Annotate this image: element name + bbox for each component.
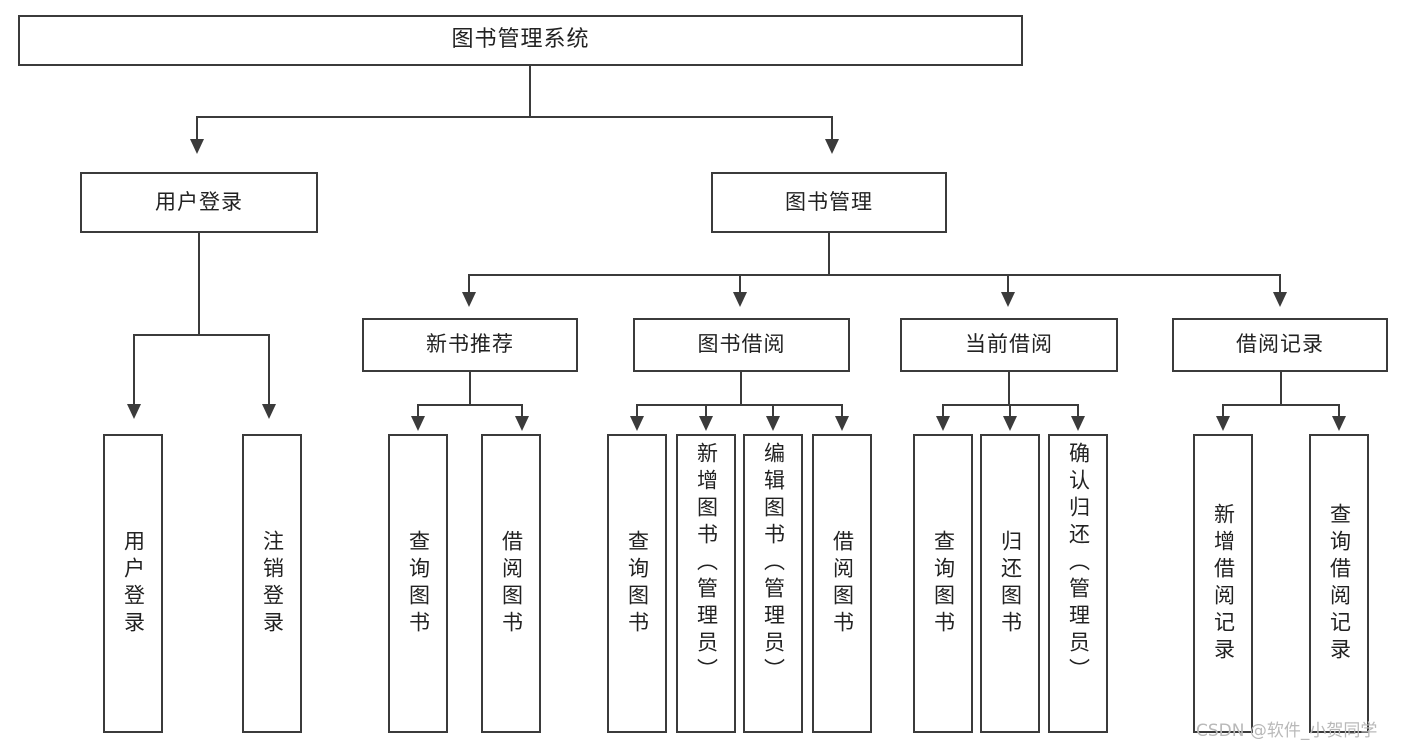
connector-br-stem [1280, 372, 1282, 405]
connector-nbr-drop-2 [521, 404, 523, 418]
arrowhead-to-current-borrow [1001, 292, 1015, 307]
node-label: 用户登录 [155, 189, 243, 214]
arrowhead-to-borrow-record [1273, 292, 1287, 307]
node-user-login[interactable]: 用户登录 [80, 172, 318, 233]
connector-nbr-bus [417, 404, 523, 406]
connector-level3-bus [468, 274, 1281, 276]
node-leaf-nbr-query-book[interactable]: 查询图书 [388, 434, 448, 733]
connector-cb-drop-1 [942, 404, 944, 418]
node-new-book-recommend[interactable]: 新书推荐 [362, 318, 578, 372]
arrowhead-to-book-manage [825, 139, 839, 154]
node-leaf-br-add-record[interactable]: 新增借阅记录 [1193, 434, 1253, 733]
arrowhead-to-book-borrow [733, 292, 747, 307]
connector-cb-stem [1008, 372, 1010, 405]
node-label: 编辑图书（管理员） [761, 442, 786, 685]
arrowhead-br-leaf-2 [1332, 416, 1346, 431]
node-label: 新书推荐 [426, 332, 514, 357]
node-leaf-br-query-record[interactable]: 查询借阅记录 [1309, 434, 1369, 733]
connector-level3-drop-2 [739, 274, 741, 294]
node-leaf-nbr-borrow-book[interactable]: 借阅图书 [481, 434, 541, 733]
connector-bb-drop-1 [636, 404, 638, 418]
node-leaf-user-login[interactable]: 用户登录 [103, 434, 163, 733]
connector-br-drop-2 [1338, 404, 1340, 418]
arrowhead-cb-leaf-1 [936, 416, 950, 431]
node-label: 查询图书 [625, 529, 650, 638]
node-label: 确认归还（管理员） [1066, 442, 1091, 685]
node-leaf-cb-query-book[interactable]: 查询图书 [913, 434, 973, 733]
node-label: 图书管理系统 [451, 27, 590, 53]
node-book-management[interactable]: 图书管理 [711, 172, 947, 233]
connector-user-login-drop-2 [268, 334, 270, 406]
arrowhead-to-user-login [190, 139, 204, 154]
connector-user-login-drop-1 [133, 334, 135, 406]
connector-br-bus [1222, 404, 1340, 406]
node-label: 图书借阅 [697, 332, 786, 357]
connector-level3-drop-4 [1279, 274, 1281, 294]
connector-level3-drop-1 [468, 274, 470, 294]
node-label: 新增借阅记录 [1211, 502, 1236, 665]
watermark-csdn: CSDN @软件_小贺同学 [1196, 721, 1378, 741]
connector-user-login-stem [198, 233, 200, 335]
node-leaf-bb-edit-book[interactable]: 编辑图书（管理员） [743, 434, 803, 733]
connector-bb-stem [740, 372, 742, 405]
arrowhead-to-logout-user [262, 404, 276, 419]
connector-level2-drop-right [831, 116, 833, 141]
connector-level2-drop-left [196, 116, 198, 141]
arrowhead-bb-leaf-1 [630, 416, 644, 431]
node-leaf-bb-borrow-book[interactable]: 借阅图书 [812, 434, 872, 733]
node-label: 查询图书 [931, 529, 956, 638]
node-label: 查询图书 [406, 529, 431, 638]
node-label: 注销登录 [260, 529, 285, 638]
node-borrow-record[interactable]: 借阅记录 [1172, 318, 1388, 372]
node-leaf-cb-return-book[interactable]: 归还图书 [980, 434, 1040, 733]
connector-bb-drop-3 [772, 404, 774, 418]
arrowhead-br-leaf-1 [1216, 416, 1230, 431]
arrowhead-cb-leaf-2 [1003, 416, 1017, 431]
node-label: 借阅图书 [499, 529, 524, 638]
connector-book-manage-stem [828, 233, 830, 275]
node-root-system[interactable]: 图书管理系统 [18, 15, 1023, 66]
node-label: 查询借阅记录 [1327, 502, 1352, 665]
arrowhead-to-login-user [127, 404, 141, 419]
connector-root-stem [529, 66, 531, 117]
node-leaf-user-logout[interactable]: 注销登录 [242, 434, 302, 733]
connector-level3-drop-3 [1007, 274, 1009, 294]
arrowhead-nbr-leaf-2 [515, 416, 529, 431]
connector-cb-drop-2 [1009, 404, 1011, 418]
connector-level2-bus [196, 116, 833, 118]
node-label: 当前借阅 [965, 332, 1053, 357]
connector-nbr-drop-1 [417, 404, 419, 418]
node-leaf-cb-confirm-return[interactable]: 确认归还（管理员） [1048, 434, 1108, 733]
arrowhead-nbr-leaf-1 [411, 416, 425, 431]
arrowhead-bb-leaf-2 [699, 416, 713, 431]
node-label: 借阅记录 [1236, 332, 1324, 357]
connector-bb-drop-2 [705, 404, 707, 418]
arrowhead-to-new-book-recommend [462, 292, 476, 307]
arrowhead-bb-leaf-4 [835, 416, 849, 431]
arrowhead-bb-leaf-3 [766, 416, 780, 431]
arrowhead-cb-leaf-3 [1071, 416, 1085, 431]
node-label: 借阅图书 [830, 529, 855, 638]
node-label: 归还图书 [998, 529, 1023, 638]
node-current-borrow[interactable]: 当前借阅 [900, 318, 1118, 372]
connector-cb-drop-3 [1077, 404, 1079, 418]
connector-bb-drop-4 [841, 404, 843, 418]
connector-bb-bus [636, 404, 843, 406]
connector-nbr-stem [469, 372, 471, 405]
node-leaf-bb-add-book[interactable]: 新增图书（管理员） [676, 434, 736, 733]
node-leaf-bb-query-book[interactable]: 查询图书 [607, 434, 667, 733]
connector-user-login-bus [133, 334, 270, 336]
node-label: 图书管理 [785, 189, 873, 214]
node-label: 用户登录 [121, 529, 146, 638]
node-book-borrow[interactable]: 图书借阅 [633, 318, 850, 372]
node-label: 新增图书（管理员） [694, 442, 719, 685]
connector-br-drop-1 [1222, 404, 1224, 418]
